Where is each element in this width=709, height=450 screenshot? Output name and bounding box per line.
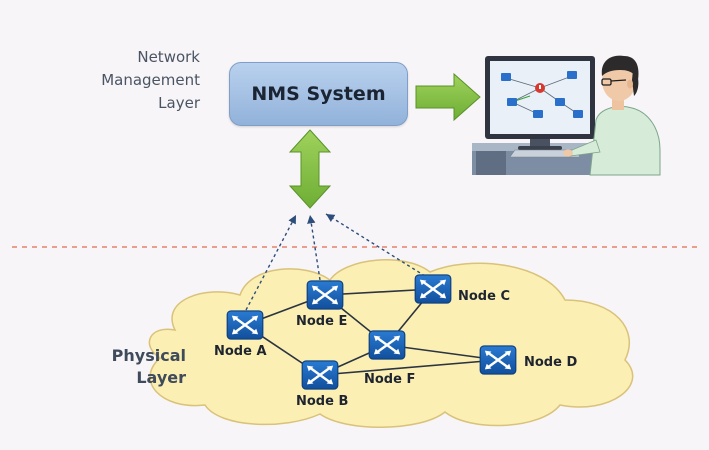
physical-label-line-2: Layer [136, 368, 186, 387]
operator-workstation-icon [472, 55, 661, 176]
node-b-icon[interactable] [301, 360, 339, 390]
node-b-label: Node B [296, 394, 349, 409]
node-e-label: Node E [296, 314, 348, 329]
mgmt-link-c [325, 213, 426, 277]
node-d-icon[interactable] [479, 345, 517, 375]
network-management-layer-label: Network Management Layer [74, 46, 200, 115]
node-f-label: Node F [364, 372, 416, 387]
nms-physical-double-arrow [288, 129, 332, 209]
physical-label-line-1: Physical [111, 346, 186, 365]
node-c-icon[interactable] [414, 274, 452, 304]
nms-to-operator-arrow [415, 72, 481, 122]
mgmt-link-e [307, 214, 321, 281]
node-a-label: Node A [214, 344, 267, 359]
node-e-icon[interactable] [306, 280, 344, 310]
management-label-line-2: Management [101, 71, 200, 89]
management-links [245, 213, 426, 311]
link-f-d [386, 344, 499, 361]
physical-layer-label: Physical Layer [90, 345, 186, 389]
node-d-label: Node D [524, 355, 578, 370]
nms-system-title: NMS System [251, 83, 386, 105]
management-label-line-1: Network [137, 48, 200, 66]
nms-system-box[interactable]: NMS System [229, 62, 408, 126]
node-f-icon[interactable] [368, 330, 406, 360]
node-c-label: Node C [458, 289, 510, 304]
link-b-d [319, 359, 499, 376]
node-a-icon[interactable] [226, 310, 264, 340]
management-label-line-3: Layer [158, 94, 200, 112]
